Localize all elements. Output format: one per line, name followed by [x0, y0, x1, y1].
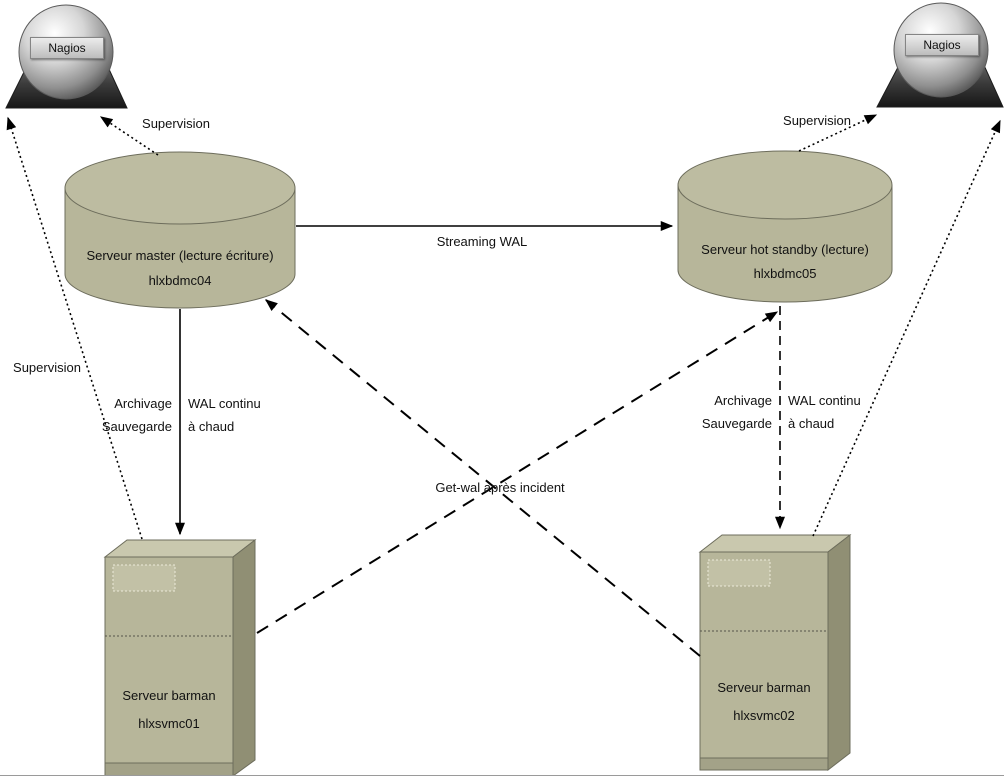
- master-db-cylinder: [64, 151, 296, 309]
- barman-left-server: [103, 538, 257, 775]
- archive-left-word-2: WAL continu: [188, 396, 261, 411]
- archive-right-word-4: à chaud: [788, 416, 835, 431]
- barman-left-label: Serveur barman hlxsvmc01: [105, 682, 233, 738]
- archive-right-word-3: Sauvegarde: [701, 416, 772, 431]
- server-vent-icon: [112, 564, 176, 592]
- supervision-standby-to-nagios: [798, 114, 878, 152]
- getwal-arrow-to-master: [265, 299, 701, 657]
- supervision-barman2-to-nagios: [812, 119, 1001, 537]
- standby-db-cylinder: [677, 150, 893, 303]
- master-db-label: Serveur master (lecture écriture) hlxbdm…: [68, 243, 292, 293]
- getwal-arrow-to-standby: [256, 311, 779, 634]
- standby-db-title: Serveur hot standby (lecture): [701, 242, 869, 257]
- master-db-host: hlxbdmc04: [148, 273, 212, 288]
- supervision-left-label: Supervision: [13, 360, 81, 375]
- archive-left-word-4: à chaud: [188, 419, 235, 434]
- nagios-left-icon: [5, 4, 128, 109]
- streaming-wal-label: Streaming WAL: [436, 234, 528, 249]
- getwal-label: Get-wal après incident: [435, 480, 565, 495]
- archive-right-word-2: WAL continu: [788, 393, 861, 408]
- server-vent-icon: [707, 559, 771, 587]
- archive-left-word-3: Sauvegarde: [101, 419, 172, 434]
- archive-right-label: Archivage WAL continu Sauvegarde à chaud: [692, 389, 868, 435]
- standby-db-host: hlxbdmc05: [753, 266, 817, 281]
- barman-right-server: [698, 533, 852, 772]
- barman-right-label: Serveur barman hlxsvmc02: [700, 674, 828, 730]
- nagios-left-label: Nagios: [30, 37, 104, 59]
- standby-db-label: Serveur hot standby (lecture) hlxbdmc05: [676, 238, 894, 286]
- supervision-barman1-to-nagios: [6, 116, 143, 540]
- barman-right-host: hlxsvmc02: [733, 708, 795, 723]
- supervision-top-left-label: Supervision: [142, 116, 210, 131]
- supervision-top-right-label: Supervision: [783, 113, 851, 128]
- archive-right-word-1: Archivage: [714, 393, 772, 408]
- barman-left-host: hlxsvmc01: [138, 716, 200, 731]
- barman-left-title: Serveur barman: [122, 688, 216, 703]
- nagios-right-label: Nagios: [905, 34, 979, 56]
- supervision-master-to-nagios: [99, 116, 159, 156]
- archive-left-word-1: Archivage: [114, 396, 172, 411]
- barman-right-title: Serveur barman: [717, 680, 811, 695]
- archive-left-label: Archivage WAL continu Sauvegarde à chaud: [92, 392, 268, 438]
- master-db-title: Serveur master (lecture écriture): [86, 248, 274, 263]
